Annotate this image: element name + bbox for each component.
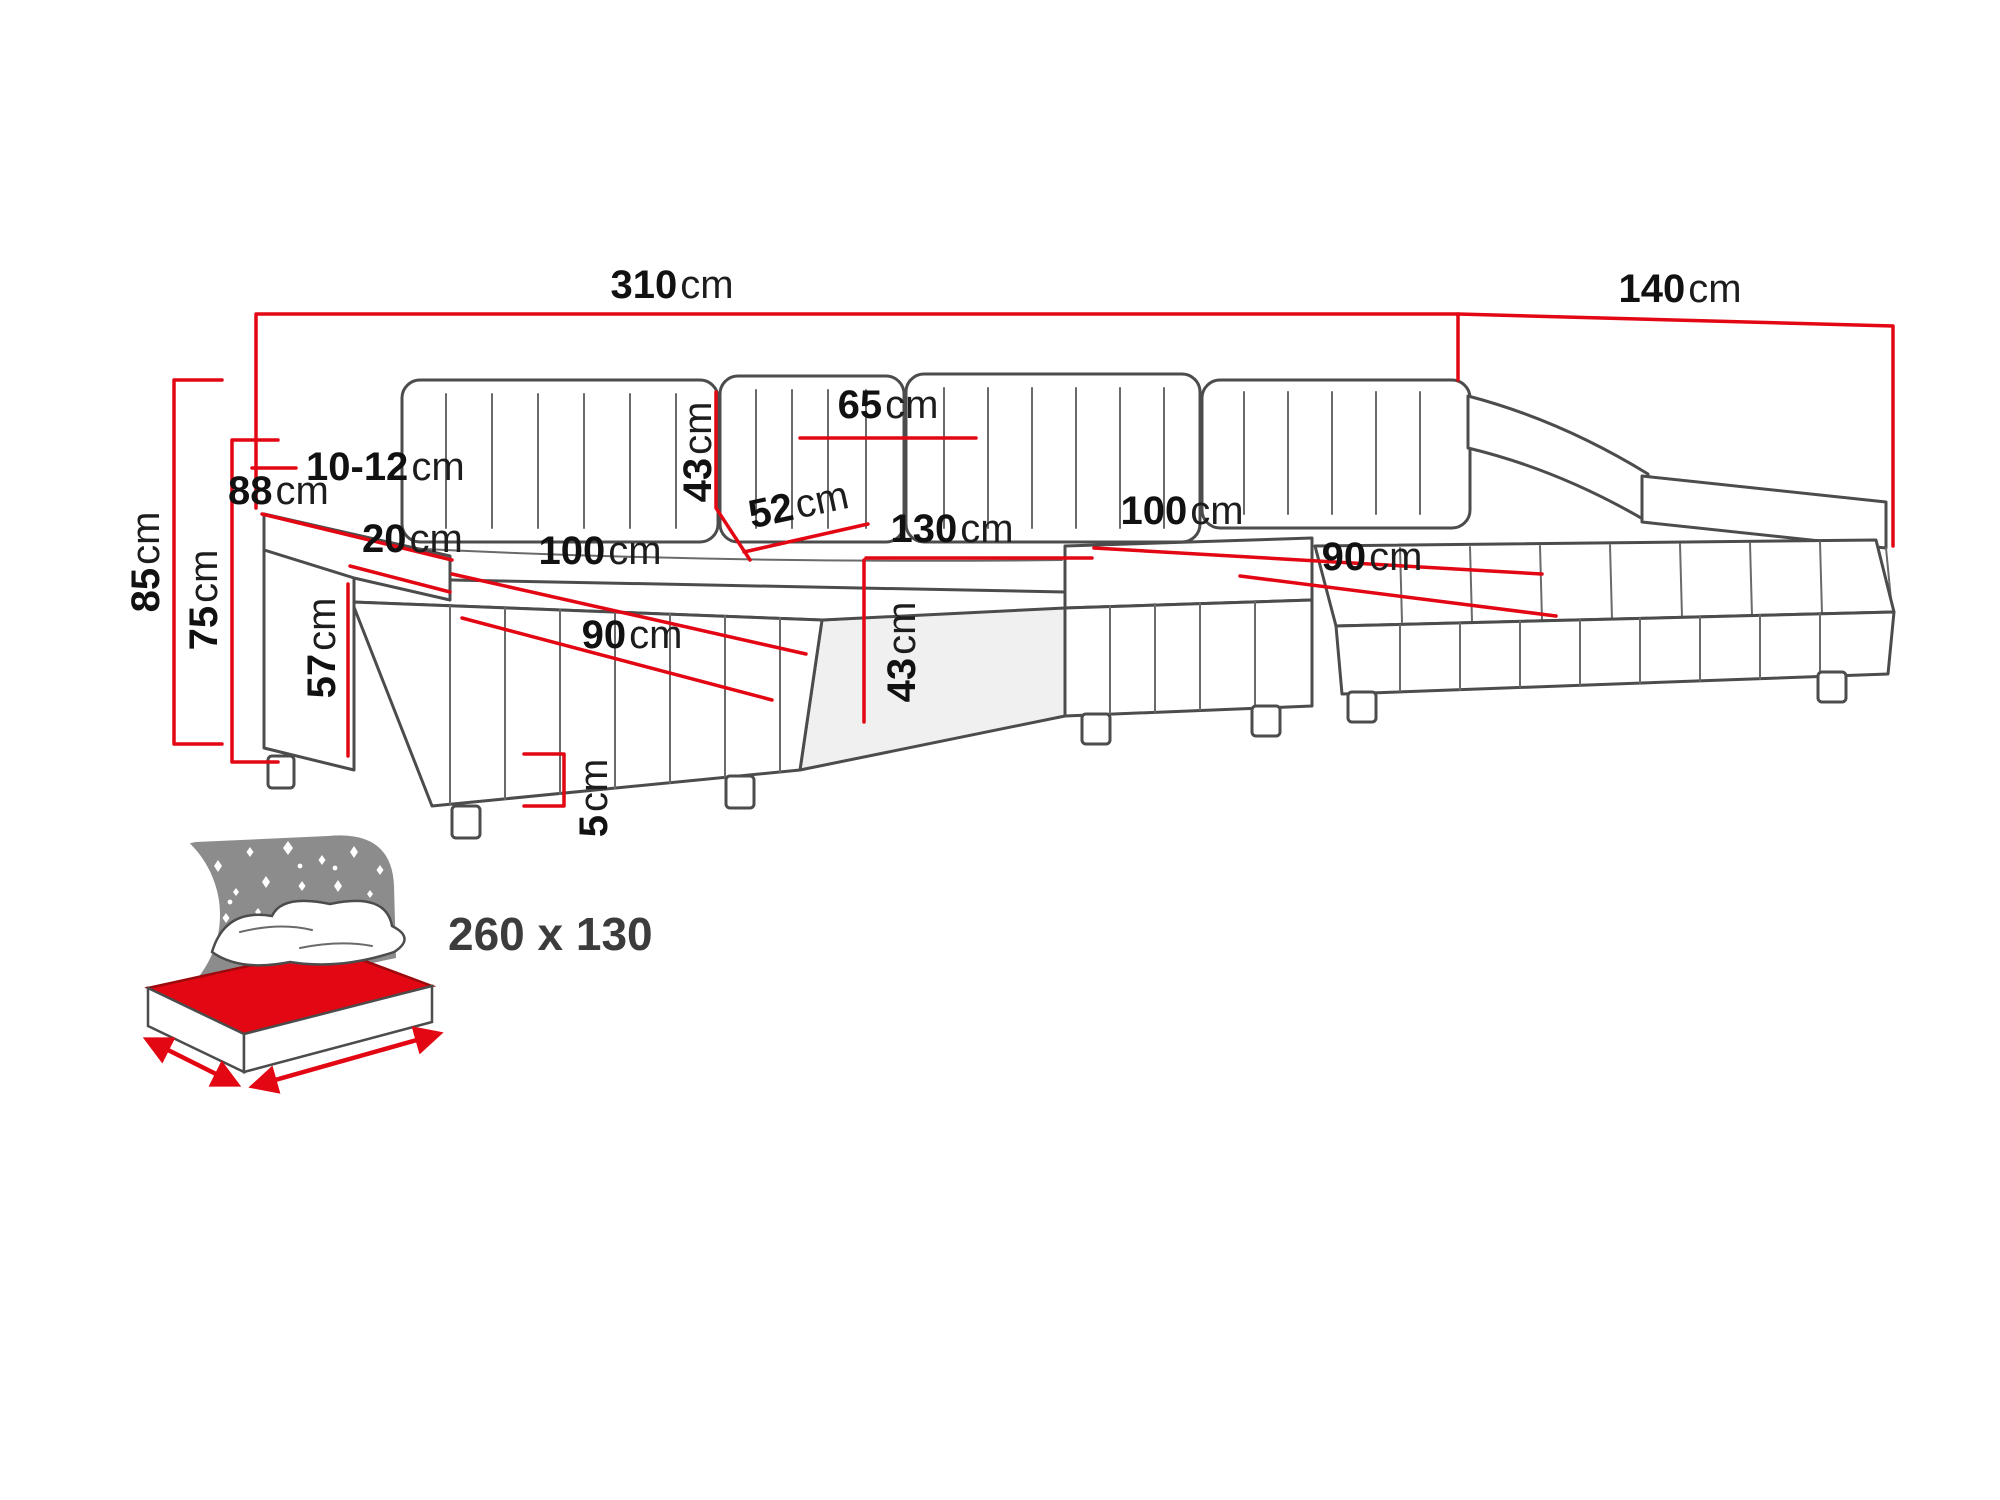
left-armrest-front <box>262 548 356 772</box>
backrest-cushion <box>904 372 1202 544</box>
dim-total-depth-label: 140cm <box>1618 267 1741 311</box>
dimension-lines: 310cm 140cm 85cm 75cm 10-12cm 88cm 20cm <box>124 263 1895 838</box>
left-chaise <box>350 576 1067 840</box>
dim-armrest-depth: 88cm <box>228 469 454 562</box>
dim-backrest-height-label: 43cm <box>676 402 720 503</box>
dim-middle-width: 130cm <box>864 507 1094 560</box>
backrest-cushion <box>400 378 720 544</box>
dim-seat-depth-label: 52cm <box>745 473 853 537</box>
dim-height-backrest-label: 75cm <box>182 550 226 651</box>
right-side-panel <box>1466 394 1650 524</box>
dim-total-width-label: 310cm <box>610 263 733 307</box>
dim-armrest-depth-label: 88cm <box>228 469 329 513</box>
moon-crescent-shape <box>20 815 220 1015</box>
dim-seat-front-height: 43cm <box>862 558 924 724</box>
sofa-foot <box>1346 690 1378 724</box>
dim-height-backrest: 75cm <box>182 438 280 764</box>
sofa-foot <box>1816 670 1848 704</box>
mattress-width-arrow <box>142 1037 242 1087</box>
dim-chaise-left-width: 90cm <box>460 613 774 702</box>
dim-headrest-width: 65cm <box>798 383 978 440</box>
sofa-foot <box>1080 712 1112 746</box>
dim-chaise-right-length: 100cm <box>1092 489 1544 576</box>
dim-armrest-width: 20cm <box>348 517 463 594</box>
dim-leg-height-label: 5cm <box>572 759 616 838</box>
dim-leg-height: 5cm <box>522 752 616 838</box>
dim-chaise-left-length: 100cm <box>450 529 808 656</box>
dim-total-width: 310cm <box>254 263 1460 510</box>
left-chaise-side <box>798 604 1067 772</box>
sofa-drawing <box>262 372 1896 840</box>
dim-armrest-width-label: 20cm <box>362 517 463 561</box>
mattress-length-arrow <box>248 1026 444 1094</box>
dim-seat-height: 57cm <box>300 582 350 758</box>
sleeping-area-label: 260 x 130 <box>448 908 653 960</box>
dim-middle-width-label: 130cm <box>890 507 1013 551</box>
dim-chaise-right-length-label: 100cm <box>1120 489 1243 533</box>
dim-chaise-right-width: 90cm <box>1238 535 1558 618</box>
dim-height-total-label: 85cm <box>124 512 168 613</box>
dim-height-total: 85cm <box>124 378 224 746</box>
dim-seat-front-height-label: 43cm <box>880 602 924 703</box>
sofa-foot <box>724 774 756 810</box>
dim-armrest-gap-label: 10-12cm <box>306 445 465 489</box>
middle-seat <box>1063 598 1314 746</box>
duvet-icon <box>210 899 406 967</box>
backrest-cushion <box>1200 378 1472 530</box>
sofa-foot <box>266 754 296 790</box>
dim-headrest-width-label: 65cm <box>838 383 939 427</box>
sleeping-function-icon: 260 x 130 <box>20 815 653 1094</box>
sofa-foot <box>450 804 482 840</box>
backrest-cushion <box>718 374 906 544</box>
dim-seat-depth: 52cm <box>742 473 870 554</box>
dim-seat-height-label: 57cm <box>300 598 344 699</box>
sofa-backrest <box>400 372 1472 562</box>
dim-chaise-left-width-label: 90cm <box>582 613 683 657</box>
dim-chaise-left-length-label: 100cm <box>538 529 661 573</box>
dim-chaise-right-width-label: 90cm <box>1322 535 1423 579</box>
right-chaise-front <box>1334 610 1896 696</box>
left-chaise-front <box>350 600 824 808</box>
sofa-foot <box>1250 704 1282 738</box>
dim-total-depth: 140cm <box>1456 267 1895 548</box>
dim-backrest-height: 43cm <box>676 390 752 562</box>
dim-armrest-gap: 10-12cm <box>250 445 465 489</box>
